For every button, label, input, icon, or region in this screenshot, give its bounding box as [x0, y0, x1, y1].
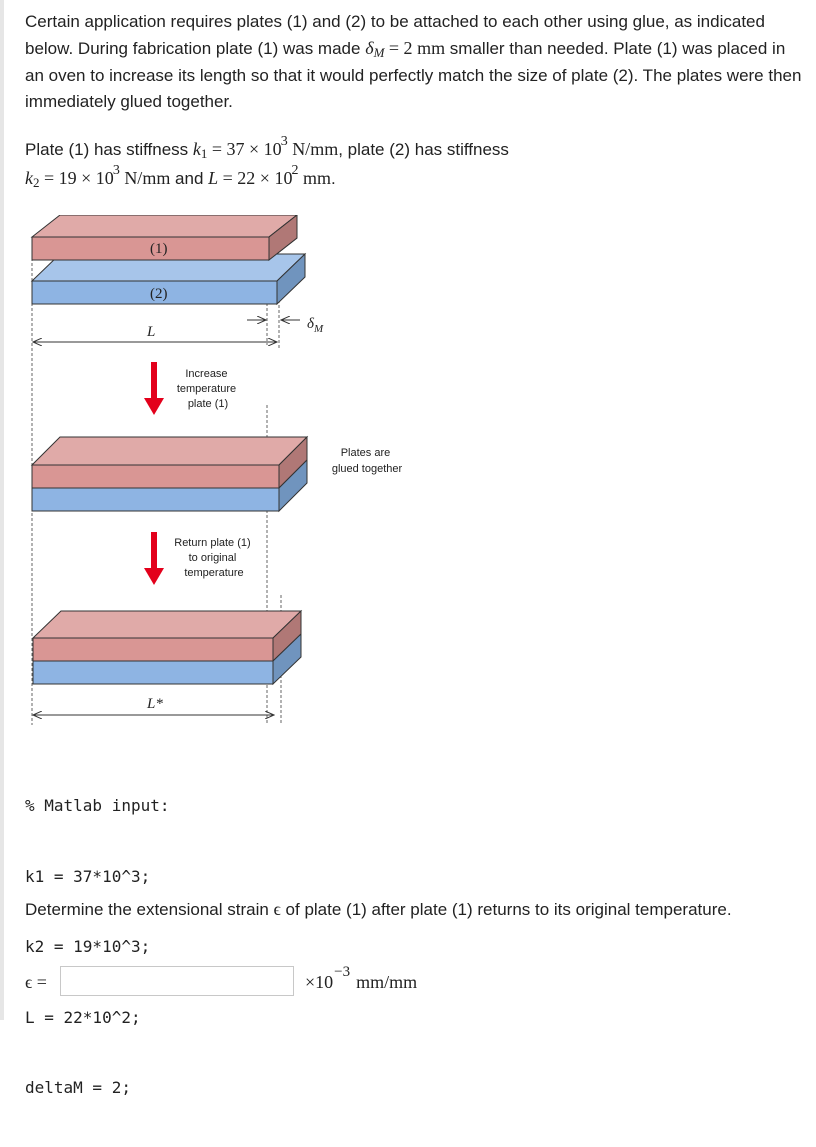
- question-text-before: Determine the extensional strain: [25, 900, 274, 919]
- k2-exponent: 3: [112, 163, 120, 178]
- exponent: −3: [334, 964, 351, 980]
- multiplier: ×10: [305, 972, 334, 992]
- k1-symbol: k: [192, 139, 201, 159]
- delta-unit: mm: [417, 38, 446, 58]
- period: .: [330, 169, 336, 188]
- k1-unit: N/mm: [287, 139, 339, 159]
- k2-symbol: k: [25, 168, 33, 188]
- k1-expression: k1 = 37 × 103 N/mm: [192, 134, 339, 161]
- plate2-stage1: [30, 252, 307, 306]
- k2-unit: N/mm: [119, 168, 171, 188]
- matlab-deltaM: deltaM = 2;: [25, 1078, 131, 1097]
- matlab-input-block: % Matlab input: k1 = 37*10^3; k2 = 19*10…: [25, 747, 170, 1147]
- length-exponent: 2: [291, 163, 299, 178]
- plate2-text: , plate (2) has stiffness: [338, 140, 509, 159]
- final-length-label: L*: [146, 696, 163, 712]
- k2-expression: k2 = 19 × 103 N/mm: [25, 163, 171, 190]
- red-down-arrow-2: [144, 532, 164, 585]
- k2-subscript: 2: [33, 175, 40, 190]
- epsilon-symbol: ϵ: [273, 899, 281, 919]
- plates-diagram: (1) (1) (2) δM L: [25, 215, 445, 735]
- glued-plates-stage2: [30, 435, 309, 513]
- length-unit: mm: [298, 168, 331, 188]
- intro-text-continued: smaller than needed. Plate (1) was place…: [25, 39, 802, 111]
- matlab-comment: % Matlab input:: [25, 796, 170, 815]
- glued-together-text: Plates are glued together: [332, 447, 403, 475]
- intro-text: Certain application requires plates (1) …: [25, 12, 765, 58]
- length-value: = 22 × 10: [218, 168, 293, 188]
- k1-exponent: 3: [280, 134, 288, 149]
- matlab-k2: k2 = 19*10^3;: [25, 937, 151, 956]
- increase-temperature-text: Increase temperature plate (1): [177, 368, 239, 410]
- plate2-label: (2): [150, 286, 168, 302]
- answer-unit: ×10−3 mm/mm: [305, 964, 418, 993]
- question-text-after: of plate (1) after plate (1) returns to …: [280, 900, 732, 919]
- k1-subscript: 1: [200, 146, 208, 161]
- delta-value: = 2: [384, 38, 418, 58]
- k1-value: = 37 × 10: [207, 139, 282, 159]
- delta-m-expression: δM = 2 mm: [365, 38, 446, 60]
- question-text: Determine the extensional strain ϵ of pl…: [25, 896, 785, 923]
- length-symbol: L: [208, 168, 219, 188]
- strain-answer-input[interactable]: [60, 966, 294, 996]
- left-border: [0, 0, 4, 1020]
- final-plates-stage3: [31, 609, 303, 686]
- matlab-L: L = 22*10^2;: [25, 1007, 141, 1027]
- return-temperature-text: Return plate (1) to original temperature: [174, 537, 254, 579]
- intro-paragraph: Certain application requires plates (1) …: [25, 9, 805, 115]
- stiffness-paragraph: Plate (1) has stiffness k1 = 37 × 103 N/…: [25, 134, 805, 194]
- unit-mm-per-mm: mm/mm: [356, 972, 418, 992]
- length-expression: L = 22 × 102 mm: [208, 163, 331, 188]
- red-down-arrow-1: [144, 362, 164, 415]
- length-label: L: [146, 324, 155, 340]
- plate1-text: Plate (1) has stiffness: [25, 140, 193, 159]
- answer-label: ϵ =: [25, 972, 47, 992]
- answer-row: ϵ = ×10−3 mm/mm: [25, 964, 625, 1000]
- and-text: and: [170, 169, 209, 188]
- delta-symbol: δ: [365, 38, 374, 58]
- k2-value: = 19 × 10: [39, 168, 114, 188]
- delta-m-label: δM: [307, 316, 324, 335]
- delta-subscript: M: [373, 45, 385, 60]
- plate1-label-stage1: (1): [150, 241, 168, 257]
- matlab-k1: k1 = 37*10^3;: [25, 866, 151, 886]
